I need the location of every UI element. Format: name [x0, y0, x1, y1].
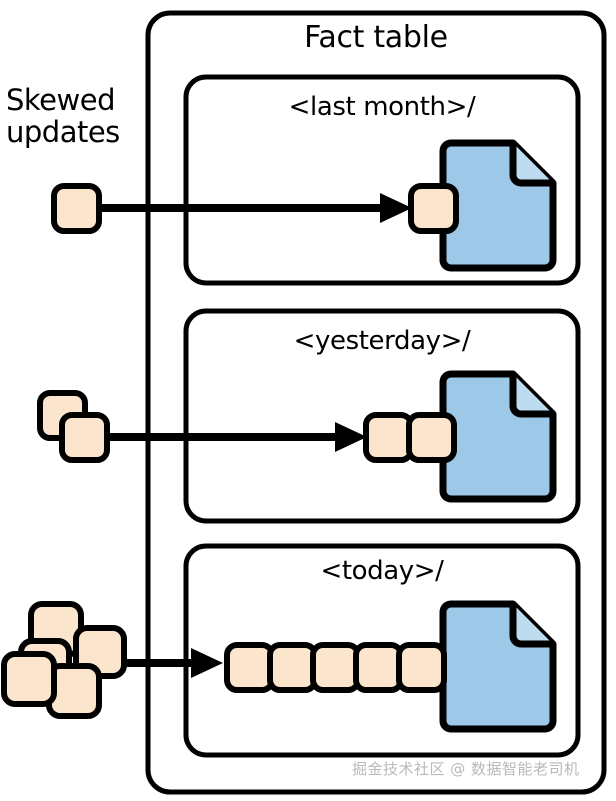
- arrow-to-yesterday: [86, 422, 367, 452]
- update-block: [1, 651, 57, 707]
- partition-blocks-yesterday: [363, 412, 457, 463]
- file-icon-last-month: [439, 139, 557, 272]
- partition-title-today: <today>/: [320, 556, 444, 586]
- update-block: [51, 183, 102, 234]
- skewed-updates-line-2: updates: [6, 115, 120, 150]
- update-blocks-last-month: [51, 183, 102, 234]
- data-block: [353, 642, 404, 693]
- update-blocks-today: [1, 601, 127, 719]
- data-block: [310, 642, 361, 693]
- data-block: [408, 183, 459, 234]
- data-block: [267, 642, 318, 693]
- data-block: [406, 412, 457, 463]
- data-block: [224, 642, 275, 693]
- update-blocks-yesterday: [37, 390, 110, 463]
- arrow-to-last-month: [100, 193, 412, 223]
- data-block: [363, 412, 414, 463]
- skewed-updates-line-1: Skewed: [6, 83, 115, 117]
- partition-title-last-month: <last month>/: [288, 92, 476, 122]
- update-block: [59, 412, 110, 463]
- partition-blocks-today: [224, 642, 447, 693]
- file-icon-yesterday: [439, 370, 557, 503]
- fact-table-outer-box: [145, 10, 607, 795]
- partition-blocks-last-month: [408, 183, 459, 234]
- fact-table-title: Fact table: [304, 20, 448, 55]
- data-block: [396, 642, 447, 693]
- skewed-updates-label: Skewed updates: [6, 84, 140, 149]
- file-icon-today: [439, 600, 557, 733]
- partition-title-yesterday: <yesterday>/: [293, 326, 471, 356]
- watermark-text: 掘金技术社区 @ 数据智能老司机: [352, 760, 580, 778]
